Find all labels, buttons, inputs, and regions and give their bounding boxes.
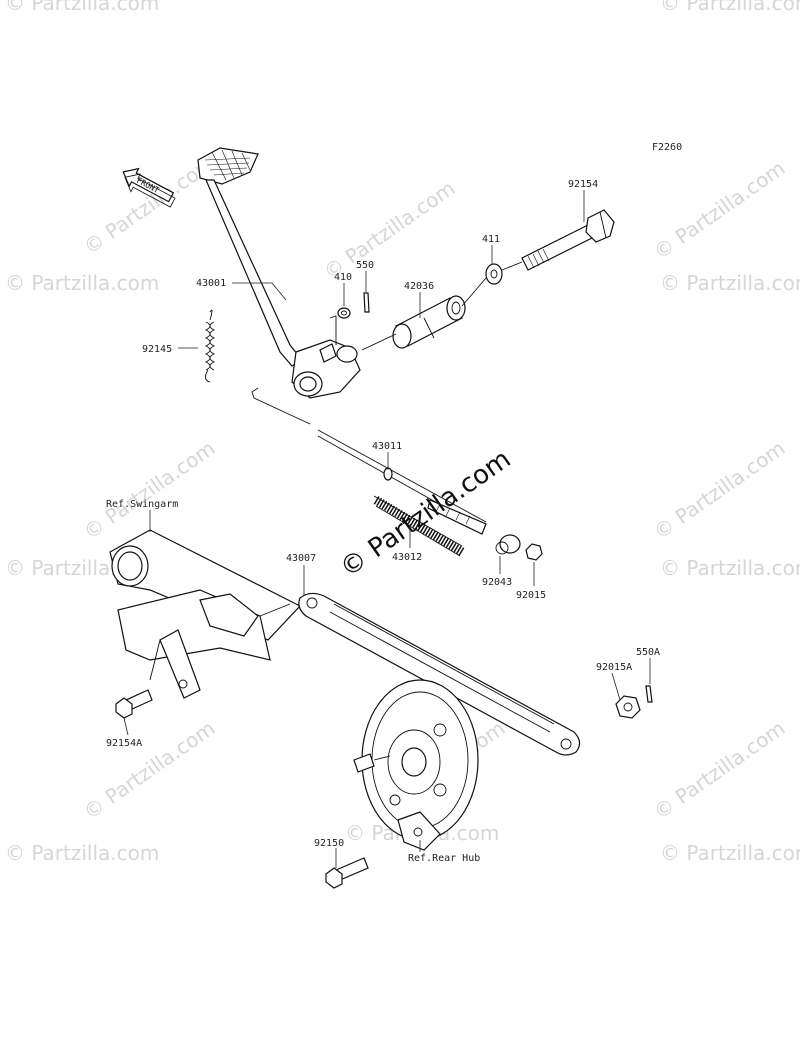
watermark: © Partzilla.com xyxy=(649,156,789,264)
brake-rod-43011 xyxy=(251,387,487,535)
watermark: © Partzilla.com xyxy=(660,556,800,580)
bolt-92154A xyxy=(115,689,153,719)
brake-pedal-43001 xyxy=(197,147,361,399)
rear-hub-panel-ref xyxy=(353,679,479,851)
torque-link-43007 xyxy=(298,592,581,756)
nut-92015 xyxy=(525,543,543,561)
part-label-92015: 92015 xyxy=(516,590,546,601)
pin-550 xyxy=(363,292,370,313)
nut-92015A xyxy=(615,695,641,719)
part-label-92145: 92145 xyxy=(142,344,172,355)
watermark: © Partzilla.com xyxy=(79,436,219,544)
part-label-42036: 42036 xyxy=(404,281,434,292)
watermark: © Partzilla.com xyxy=(79,716,219,824)
watermark: © Partzilla.com xyxy=(5,0,159,15)
diagram-code: F2260 xyxy=(652,142,682,153)
watermark: © Partzilla.com xyxy=(319,176,459,284)
part-label-92154A: 92154A xyxy=(106,738,142,749)
part-label-43007: 43007 xyxy=(286,553,316,564)
watermark: © Partzilla.com xyxy=(5,271,159,295)
part-label-411: 411 xyxy=(482,234,500,245)
cotter-pin-550A xyxy=(645,685,653,703)
watermark: © Partzilla.com xyxy=(660,841,800,865)
part-label-550A: 550A xyxy=(636,647,660,658)
bolt-92150 xyxy=(325,857,369,889)
washer-410 xyxy=(337,307,351,319)
watermark: © Partzilla.com xyxy=(649,436,789,544)
watermark: © Partzilla.com xyxy=(5,841,159,865)
ref-label-rear-hub: Ref.Rear Hub xyxy=(408,853,480,864)
part-label-43012: 43012 xyxy=(392,552,422,563)
ref-label-swingarm: Ref.Swingarm xyxy=(106,499,178,510)
part-label-92015A: 92015A xyxy=(596,662,632,673)
spring-43012 xyxy=(373,495,465,557)
watermark: © Partzilla.com xyxy=(660,271,800,295)
watermark: © Partzilla.com xyxy=(660,0,800,15)
center-watermark: © Partzilla.com xyxy=(335,444,517,584)
part-label-550: 550 xyxy=(356,260,374,271)
part-label-92043: 92043 xyxy=(482,577,512,588)
washer-411 xyxy=(485,263,503,285)
leader-lines xyxy=(123,190,651,868)
part-label-43001: 43001 xyxy=(196,278,226,289)
part-labels: 43001 92145 410 550 42036 411 92154 4301… xyxy=(106,179,660,864)
spring-92145 xyxy=(204,309,216,383)
bolt-92154 xyxy=(521,209,615,271)
part-label-410: 410 xyxy=(334,272,352,283)
joint-92043 xyxy=(495,534,521,555)
part-label-92150: 92150 xyxy=(314,838,344,849)
watermark: © Partzilla.com xyxy=(649,716,789,824)
part-label-92154: 92154 xyxy=(568,179,598,190)
swingarm-ref xyxy=(109,529,301,699)
bushing-42036 xyxy=(392,295,466,349)
part-label-43011: 43011 xyxy=(372,441,402,452)
